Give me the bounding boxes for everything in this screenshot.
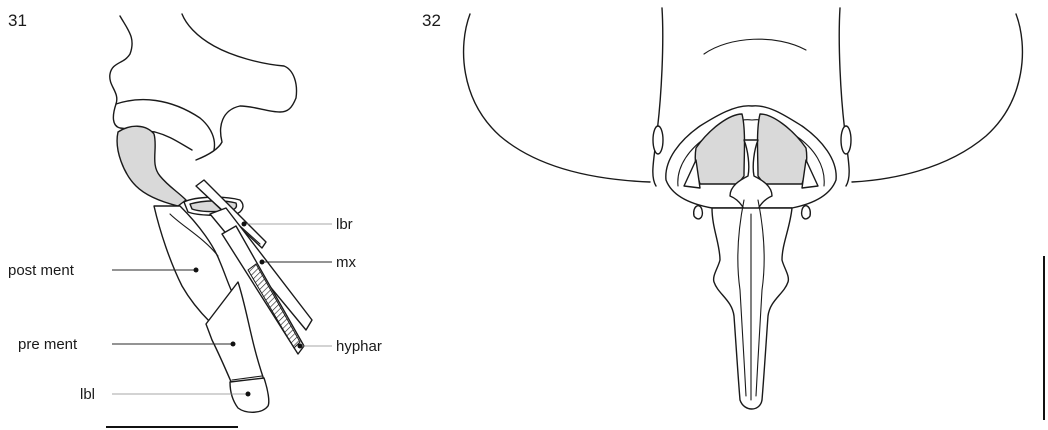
dot-lbr	[242, 222, 247, 227]
left-eye-outline	[464, 14, 650, 182]
figure-32: 32	[422, 8, 1022, 409]
frons-arc	[704, 39, 806, 54]
frons-outline	[653, 8, 663, 186]
figure-number-32: 32	[422, 11, 441, 30]
dot-pre-ment	[231, 342, 236, 347]
right-side-oval	[841, 126, 851, 154]
figure-31: 31	[8, 11, 382, 427]
left-side-oval	[653, 126, 663, 154]
label-post-ment: post ment	[8, 262, 75, 279]
dot-post-ment	[194, 268, 199, 273]
gray-sclerite	[117, 126, 186, 206]
figure-number-31: 31	[8, 11, 27, 30]
frons-outline-right	[839, 8, 849, 186]
label-lbl: lbl	[80, 386, 95, 403]
labium	[712, 208, 792, 409]
label-mx: mx	[336, 254, 356, 271]
left-knob	[694, 206, 703, 219]
dot-hyphar	[298, 344, 303, 349]
label-hyphar: hyphar	[336, 338, 382, 355]
right-knob	[802, 206, 811, 219]
label-pre-ment: pre ment	[18, 336, 78, 353]
dot-mx	[260, 260, 265, 265]
head-lobe-outline	[182, 14, 297, 160]
right-eye-outline	[852, 14, 1022, 182]
label-lbr: lbr	[336, 216, 353, 233]
dot-lbl	[246, 392, 251, 397]
